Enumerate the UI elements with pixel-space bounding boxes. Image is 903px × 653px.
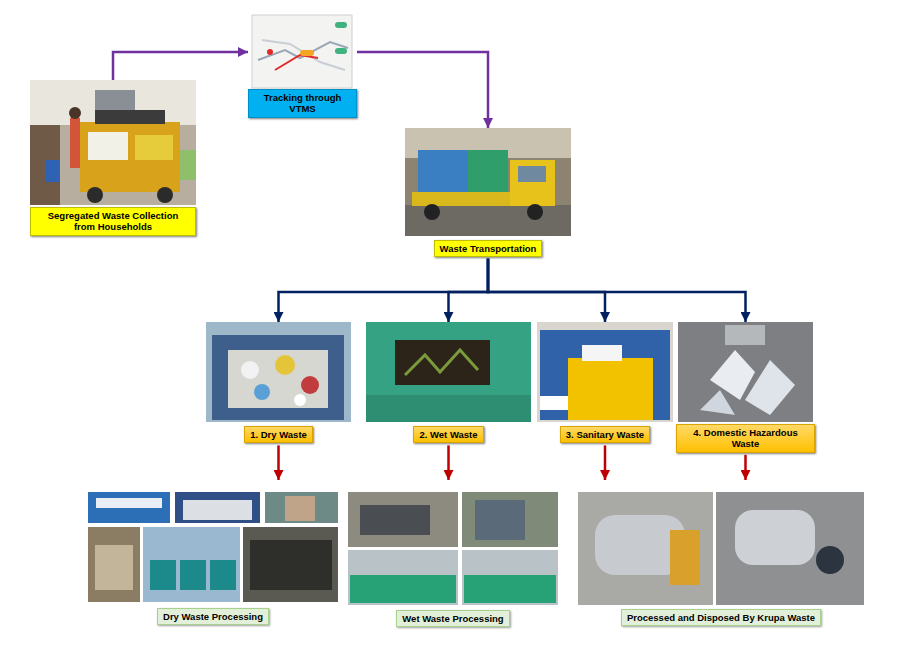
photo xyxy=(578,492,864,605)
photo xyxy=(366,322,531,422)
label-row: 1. Dry Waste xyxy=(206,424,351,443)
label-row: 4. Domestic Hazardous Waste xyxy=(676,424,815,453)
photo xyxy=(252,15,352,88)
flow-arrow xyxy=(279,258,489,322)
flow-arrow xyxy=(604,445,607,480)
photo-area xyxy=(366,322,531,424)
label-row: Dry Waste Processing xyxy=(88,606,338,625)
photo-area xyxy=(578,492,864,607)
step-label: Waste Transportation xyxy=(434,240,543,257)
photo xyxy=(206,322,351,422)
flow-arrow xyxy=(277,445,280,480)
photo-area xyxy=(348,492,558,608)
photo xyxy=(30,80,196,205)
label-row: Waste Transportation xyxy=(405,238,571,257)
photo-area xyxy=(676,322,815,424)
photo xyxy=(405,128,571,236)
photo-step-box: 3. Sanitary Waste xyxy=(537,322,673,443)
photo-area xyxy=(88,492,338,606)
photo-area xyxy=(206,322,351,424)
label-row: Wet Waste Processing xyxy=(348,608,558,627)
flow-arrow xyxy=(449,258,489,322)
flow-arrow xyxy=(113,52,248,80)
label-row: 2. Wet Waste xyxy=(366,424,531,443)
photo xyxy=(88,492,338,602)
label-row: Segregated Waste Collection from Househo… xyxy=(28,207,198,236)
photo-step-box: Wet Waste Processing xyxy=(348,492,558,627)
step-label: 1. Dry Waste xyxy=(244,426,313,443)
photo-step-box: 2. Wet Waste xyxy=(366,322,531,443)
photo xyxy=(537,322,673,422)
photo-step-box: Segregated Waste Collection from Househo… xyxy=(28,80,198,236)
photo xyxy=(678,322,813,422)
flow-arrow xyxy=(488,258,605,322)
label-row: 3. Sanitary Waste xyxy=(537,424,673,443)
photo-step-box: Tracking through VTMS xyxy=(248,15,357,118)
photo-area xyxy=(537,322,673,424)
step-label: 2. Wet Waste xyxy=(413,426,483,443)
step-label: 3. Sanitary Waste xyxy=(560,426,650,443)
flow-arrow xyxy=(744,455,747,480)
step-label: Wet Waste Processing xyxy=(396,610,509,627)
photo-step-box: Dry Waste Processing xyxy=(88,492,338,625)
label-row: Processed and Disposed By Krupa Waste xyxy=(578,607,864,626)
step-label: Processed and Disposed By Krupa Waste xyxy=(621,609,821,626)
flow-arrow xyxy=(488,258,746,322)
step-label: 4. Domestic Hazardous Waste xyxy=(676,424,815,453)
photo-area xyxy=(248,15,357,89)
photo-step-box: Processed and Disposed By Krupa Waste xyxy=(578,492,864,626)
step-label: Dry Waste Processing xyxy=(157,608,269,625)
flow-arrow xyxy=(357,52,488,128)
photo-area xyxy=(405,128,571,238)
step-label: Segregated Waste Collection from Househo… xyxy=(30,207,196,236)
photo-step-box: 1. Dry Waste xyxy=(206,322,351,443)
step-label: Tracking through VTMS xyxy=(248,89,357,118)
photo-area xyxy=(28,80,198,207)
photo xyxy=(348,492,558,605)
flow-arrow xyxy=(447,445,450,480)
photo-step-box: 4. Domestic Hazardous Waste xyxy=(676,322,815,453)
label-row: Tracking through VTMS xyxy=(248,89,357,118)
photo-step-box: Waste Transportation xyxy=(405,128,571,257)
